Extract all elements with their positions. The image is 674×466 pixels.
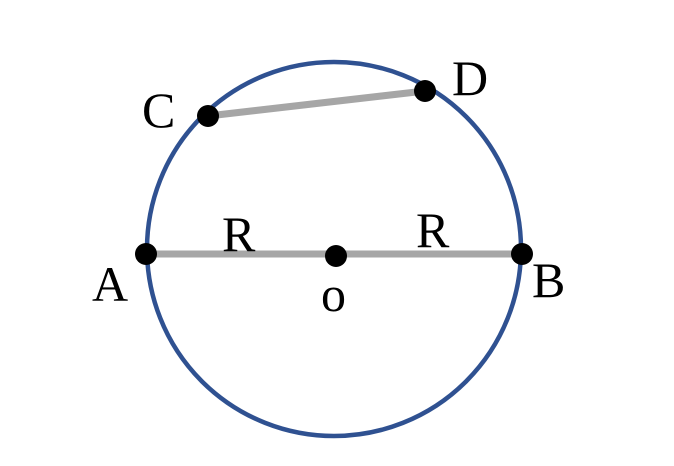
label-b: B [532, 252, 565, 308]
point-d [414, 80, 436, 102]
label-r-left: R [222, 206, 256, 262]
point-c [197, 105, 219, 127]
label-r-right: R [416, 202, 450, 258]
point-b [511, 243, 533, 265]
label-a: A [92, 256, 128, 312]
point-o [325, 245, 347, 267]
label-d: D [452, 50, 488, 106]
chord-cd [207, 87, 426, 120]
label-c: C [142, 82, 175, 138]
label-o: o [321, 266, 346, 322]
point-a [135, 243, 157, 265]
